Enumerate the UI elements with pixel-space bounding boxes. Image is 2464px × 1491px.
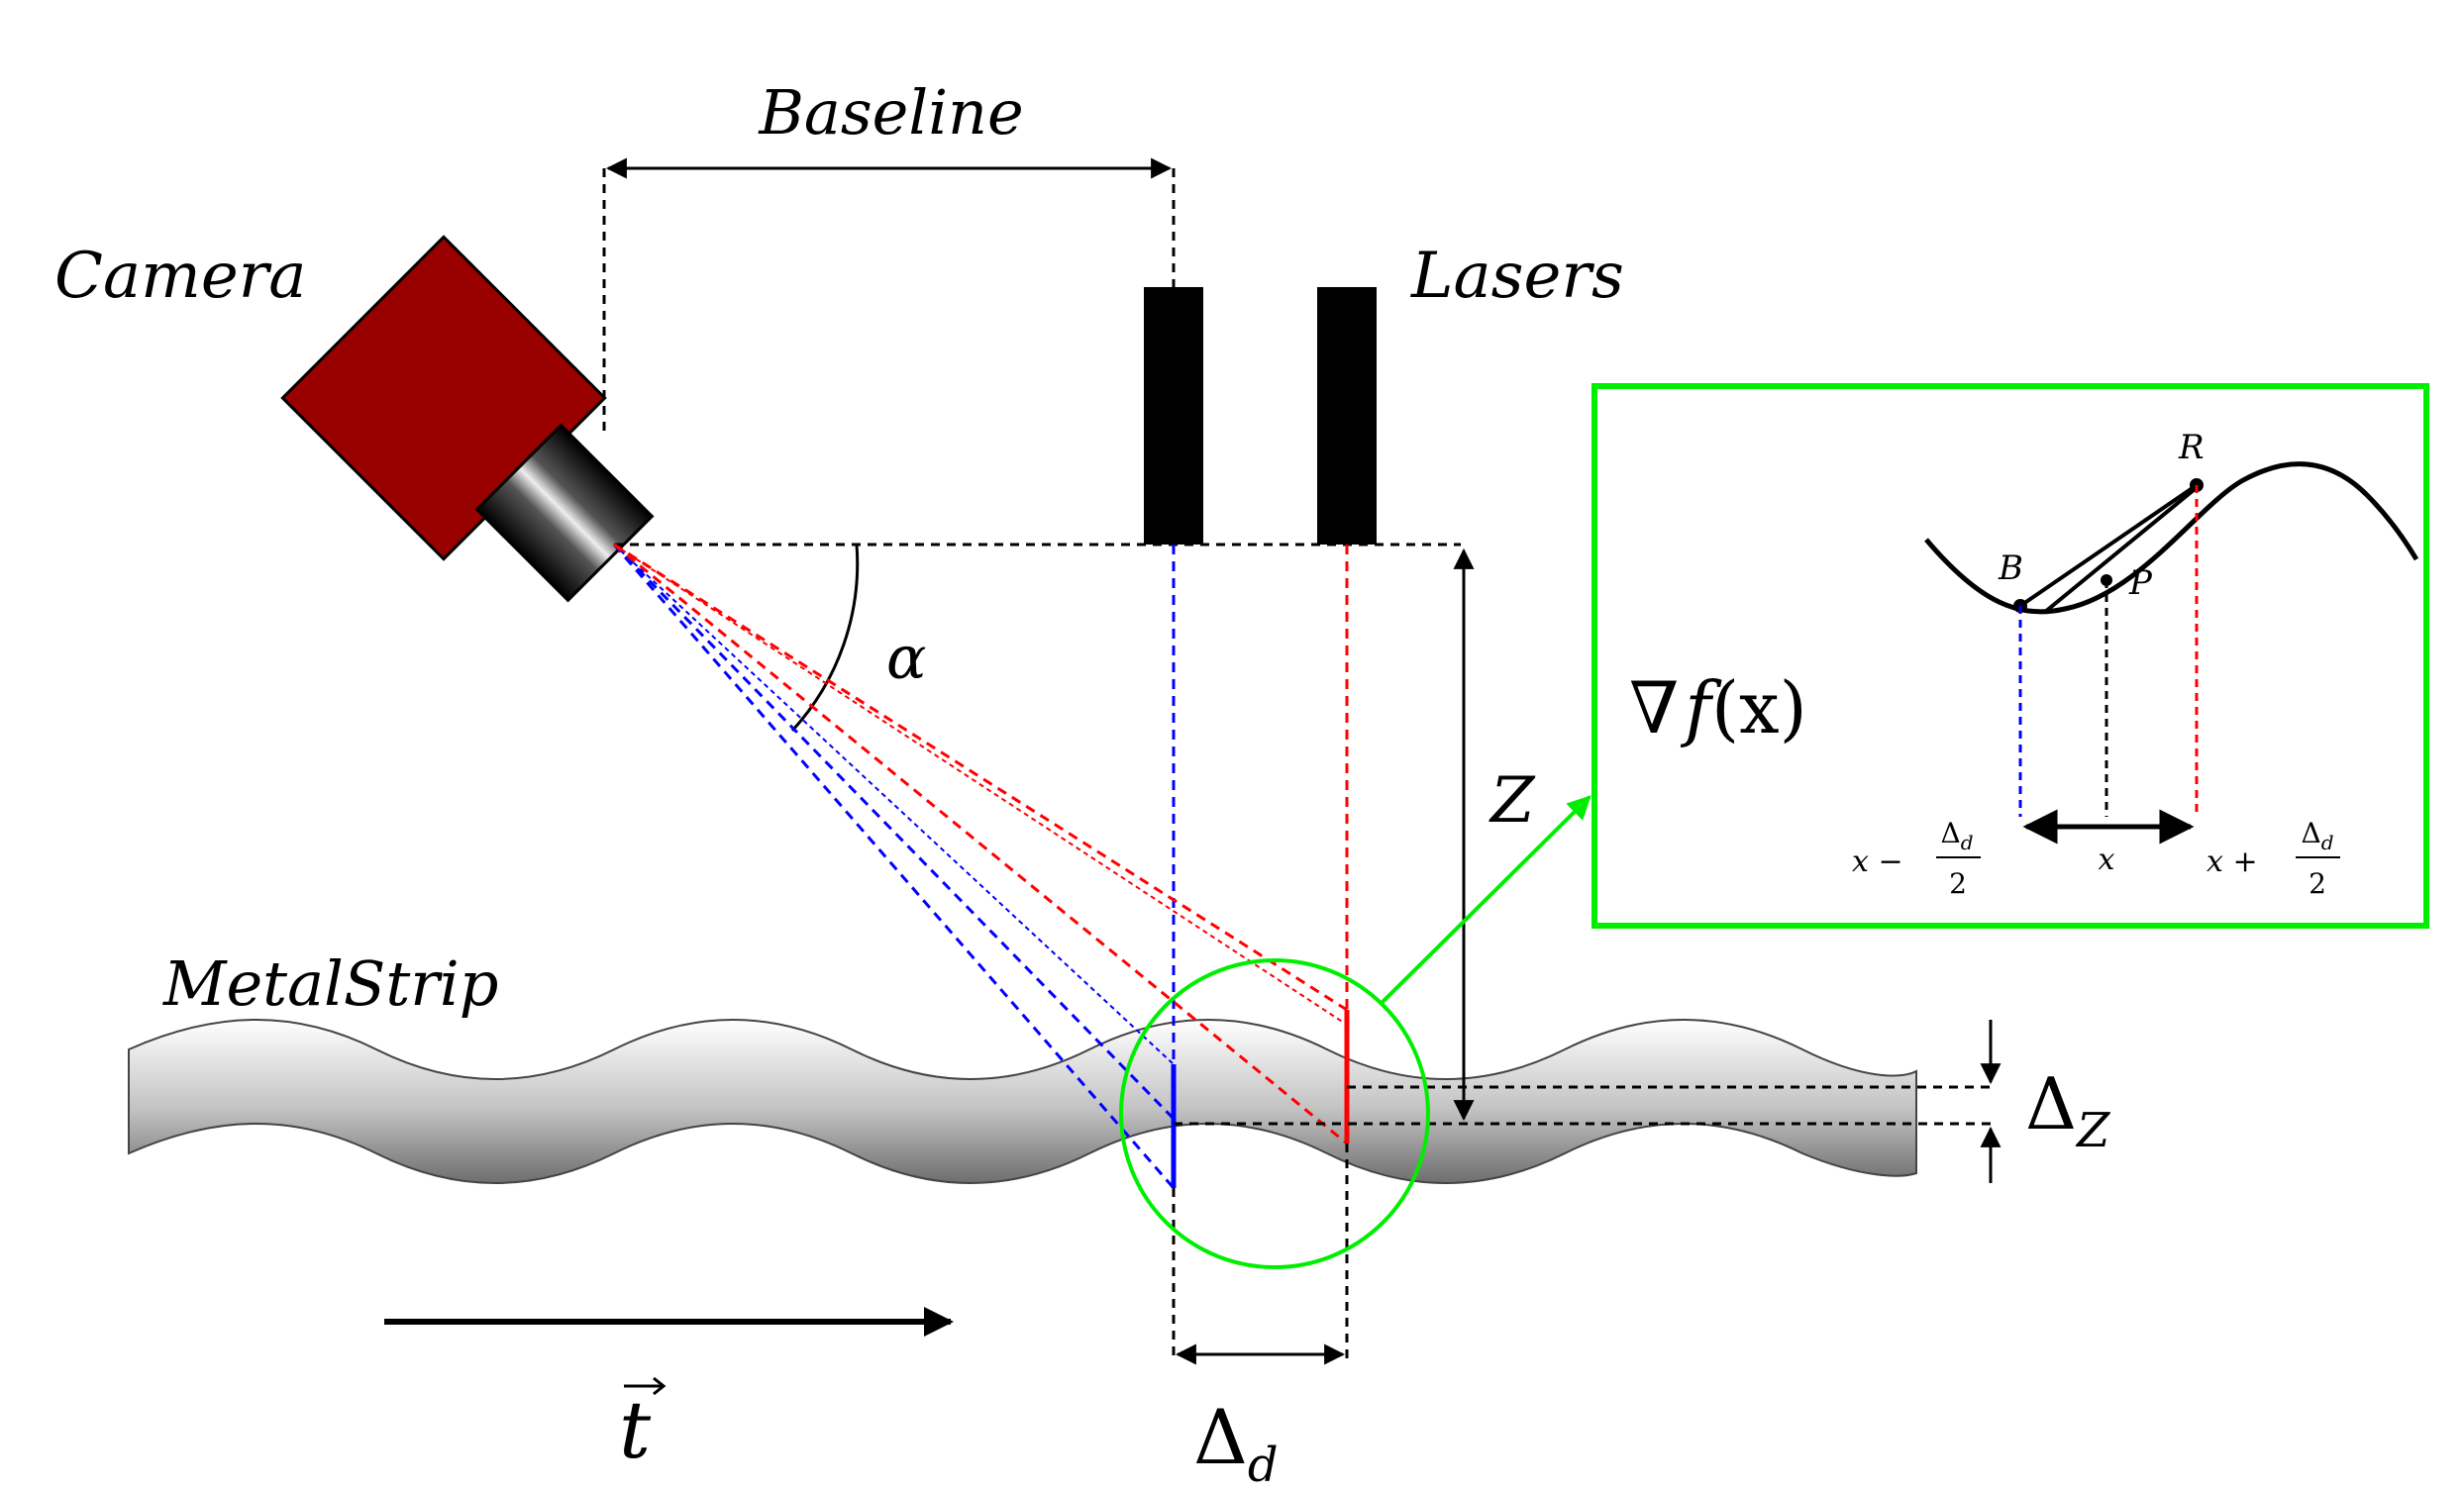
- point-p-label: P: [2128, 563, 2153, 603]
- x-center-label: x: [2099, 843, 2115, 877]
- chord-b-r: [2043, 483, 2202, 614]
- zoom-connector-arrow: [1380, 795, 1591, 1005]
- x-minus-frac-num: Δd: [1940, 817, 1973, 854]
- alpha-label: α: [886, 624, 927, 693]
- lasers-label: Lasers: [1410, 240, 1624, 313]
- x-minus-frac-den: 2: [1949, 867, 1967, 900]
- delta-z-label: ΔZ: [2025, 1062, 2111, 1158]
- alpha-angle-arc: [790, 544, 860, 733]
- point-r-label: R: [2178, 428, 2205, 467]
- laser-blue-emitter: [1144, 287, 1203, 545]
- x-minus-prefix: x −: [1852, 845, 1903, 879]
- metal-strip: [128, 1019, 1917, 1184]
- baseline-label: Baseline: [758, 76, 1023, 149]
- delta-d-label: Δd: [1193, 1393, 1279, 1491]
- gradient-expression: ∇f(x): [1629, 666, 1807, 749]
- camera-label: Camera: [54, 240, 306, 313]
- x-plus-frac-num: Δd: [2301, 817, 2333, 854]
- velocity-label: t: [619, 1384, 652, 1476]
- camera-lens: [474, 423, 655, 603]
- camera-sight-lines: [612, 543, 1348, 1189]
- laser-red-emitter: [1317, 287, 1377, 545]
- chord-p-r: [2018, 483, 2199, 608]
- camera: [280, 235, 655, 603]
- x-plus-prefix: x +: [2207, 845, 2258, 879]
- metal-strip-label: MetalStrip: [162, 947, 498, 1020]
- z-label: Z: [1489, 764, 1536, 838]
- zoom-circle: [1119, 958, 1430, 1269]
- inset-frame: [1591, 383, 2429, 929]
- baseline-dimension: [602, 157, 1176, 436]
- gradient-inset: ∇f(x) B P R x x − Δd 2 x + Δd: [1591, 383, 2429, 929]
- velocity-vector-mark: [624, 1376, 667, 1396]
- x-plus-frac-den: 2: [2309, 867, 2326, 900]
- point-b-label: B: [1998, 548, 2023, 588]
